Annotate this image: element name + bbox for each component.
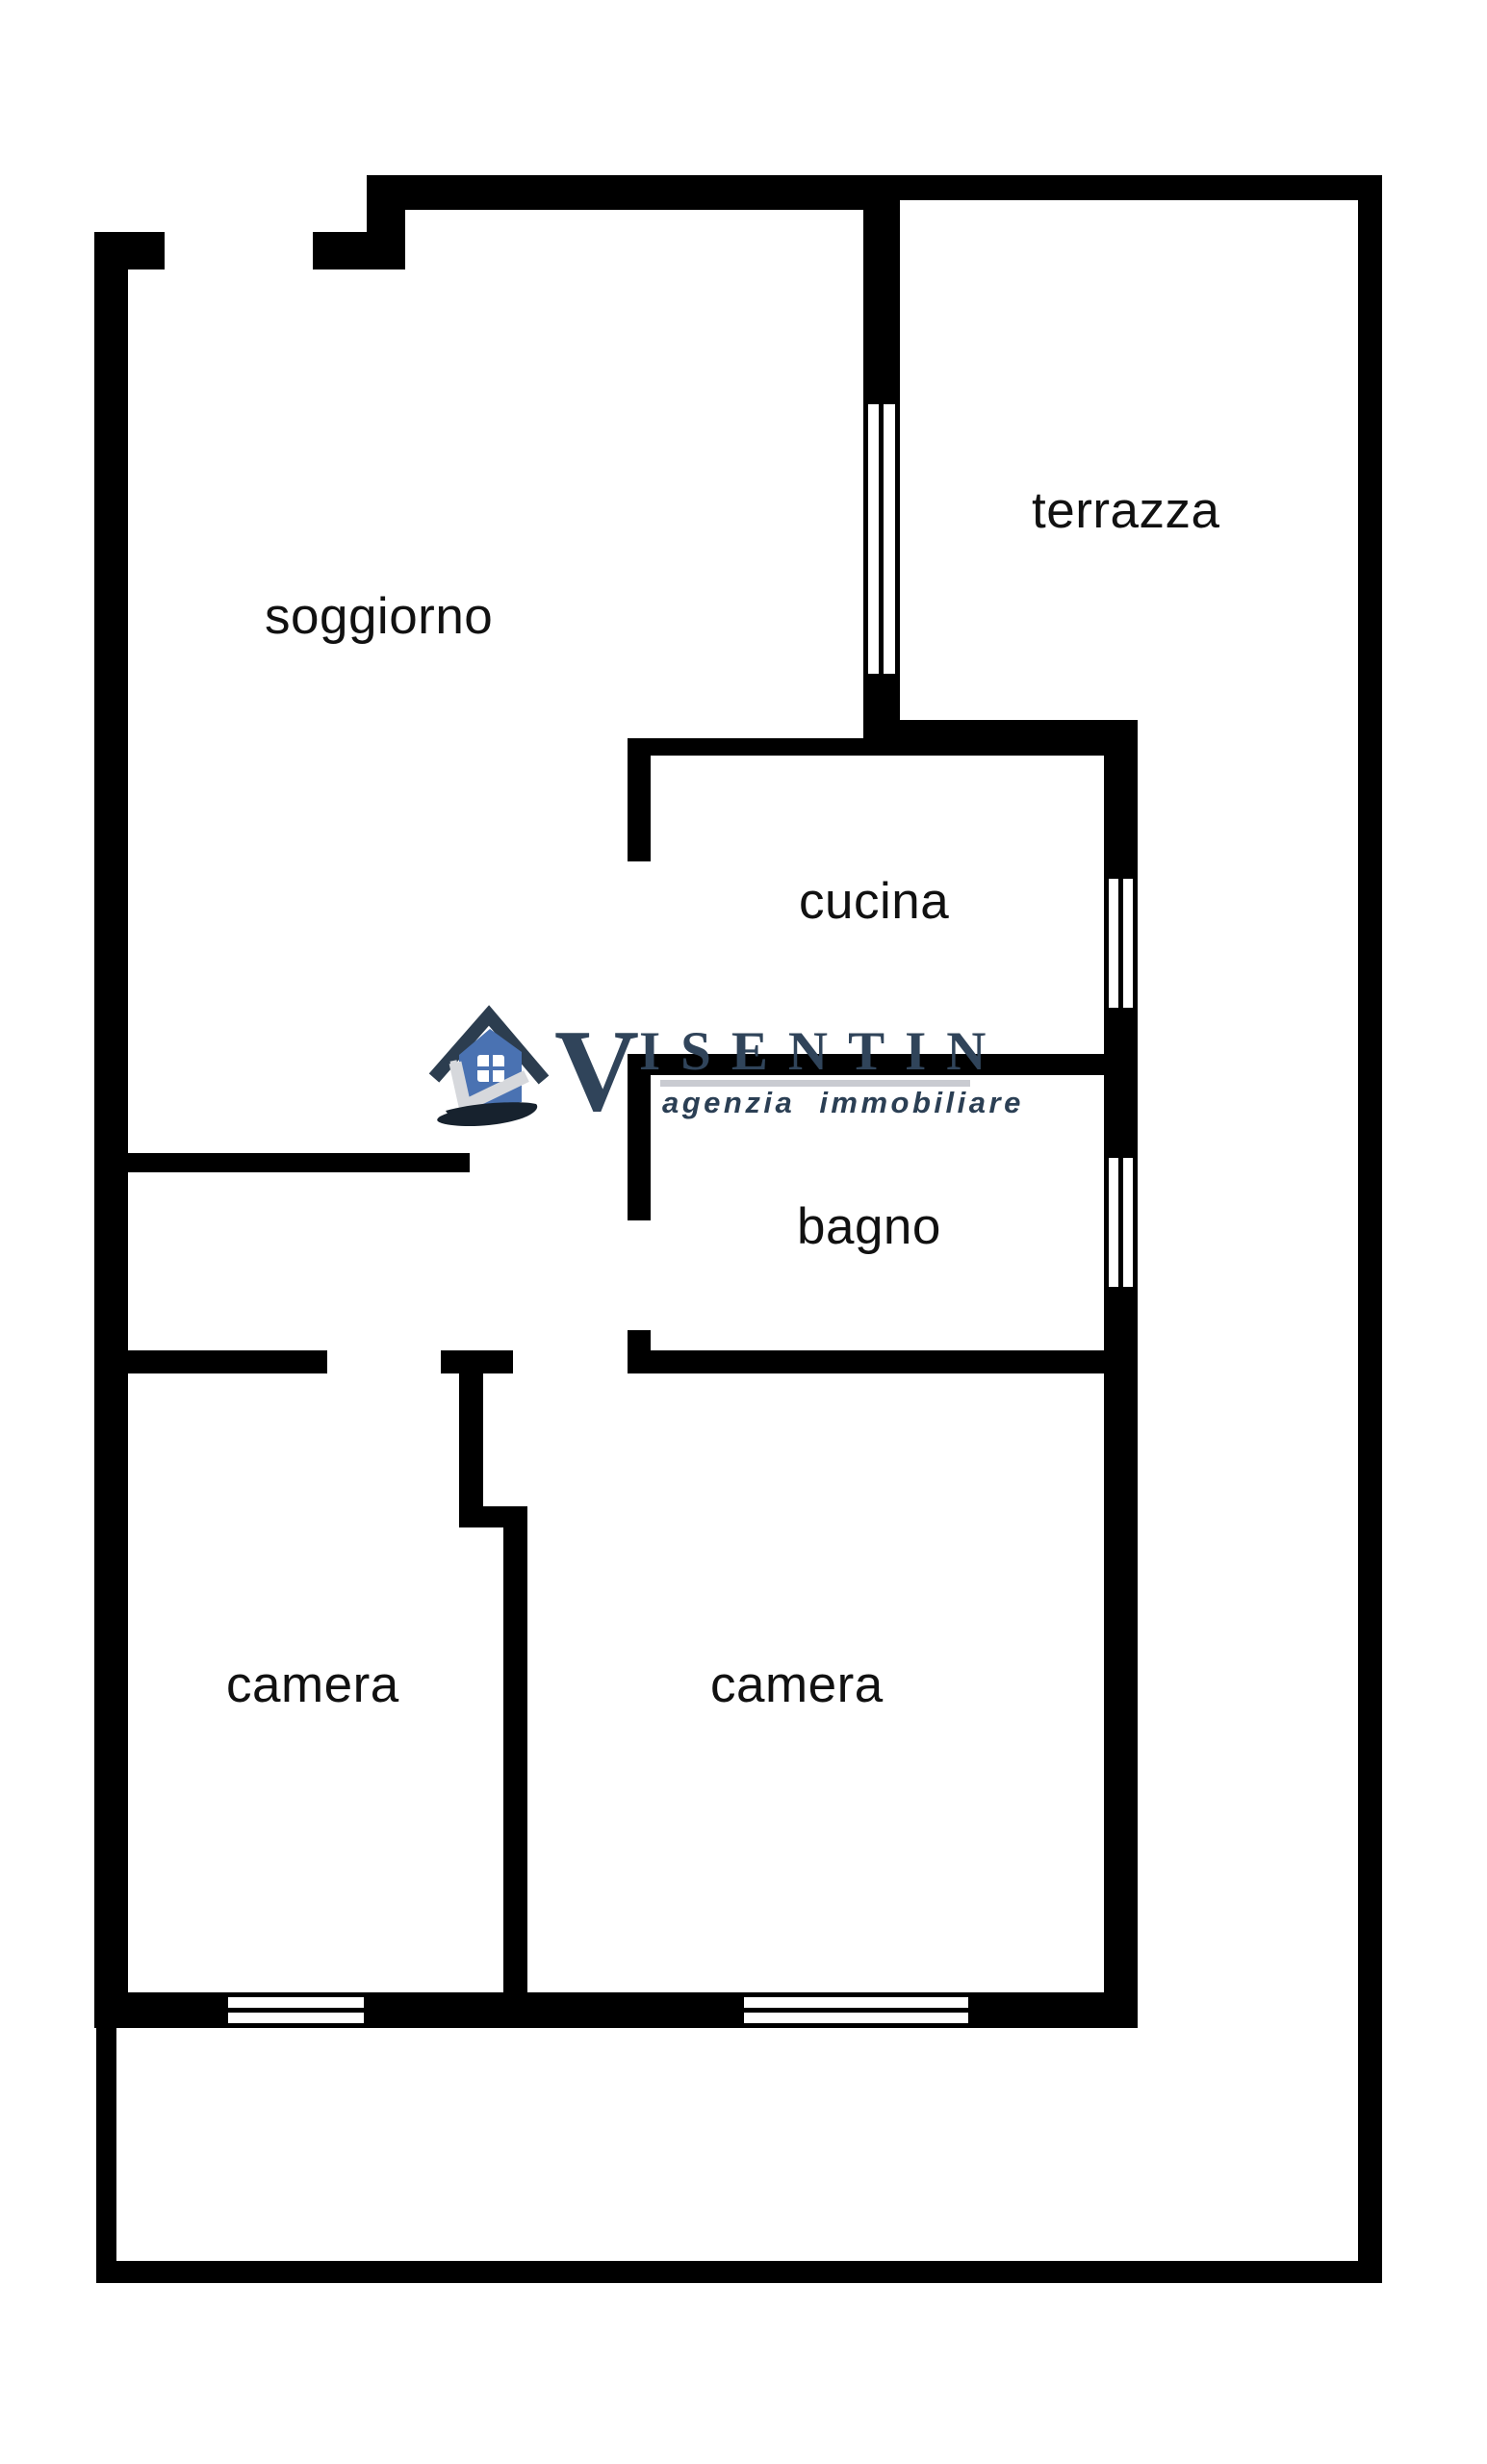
wall-outer-right (1358, 175, 1382, 2283)
wall-outer-bottom (96, 2261, 1382, 2283)
room-label-camera-1: camera (226, 1656, 399, 1713)
wall-outer-left (94, 232, 128, 2028)
wall-bedrooms-top-middle (441, 1350, 513, 1373)
window-camera1-line-top (228, 1992, 364, 1997)
window-camera2-line-bottom (744, 2023, 968, 2028)
room-label-terrazza: terrazza (1032, 482, 1220, 539)
room-label-camera-2: camera (710, 1656, 884, 1713)
wall-cucina-top (628, 738, 863, 756)
logo-tagline: agenzia immobiliare (662, 1086, 1024, 1119)
wall-bagno-door-nub (628, 1330, 651, 1350)
window-camera2-line-center (744, 2008, 968, 2013)
window-cucina-line-right (1133, 879, 1138, 1008)
wall-cucina-left-upper (628, 738, 651, 861)
wall-outer-left-lower-thin (96, 2021, 116, 2272)
wall-terrazza-bottom (863, 720, 1138, 756)
window-terrazza-line-right (895, 404, 900, 674)
logo-brand-rest: ISENTIN (639, 1021, 1007, 1082)
wall-camera-divider-lower (503, 1506, 527, 1992)
window-bagno-line-right (1133, 1158, 1138, 1287)
window-terrazza-line-center (879, 404, 884, 674)
wall-bedrooms-top-left (128, 1350, 327, 1373)
window-bagno-line-left (1104, 1158, 1109, 1287)
house-logo-icon (428, 1005, 550, 1127)
wall-bagno-bottom (628, 1350, 1138, 1373)
window-camera1-line-bottom (228, 2023, 364, 2028)
logo-underline (660, 1080, 970, 1087)
wall-camera-divider-upper (459, 1373, 483, 1527)
window-camera1-line-center (228, 2008, 364, 2013)
wall-soggiorno-bottom (128, 1153, 470, 1172)
window-cucina-line-left (1104, 879, 1109, 1008)
wall-top-left-cap (94, 232, 165, 270)
room-label-cucina: cucina (799, 873, 950, 930)
room-label-bagno: bagno (797, 1198, 941, 1255)
logo-brand-initial: V (554, 1006, 640, 1136)
wall-top-soggiorno (367, 175, 900, 210)
window-cucina-line-center (1118, 879, 1123, 1008)
wall-top-terrazza (900, 175, 1382, 200)
room-label-soggiorno: soggiorno (265, 588, 494, 645)
window-terrazza-line-left (863, 404, 868, 674)
wall-divider-cucina-bagno (628, 1054, 1138, 1075)
window-camera2-line-top (744, 1992, 968, 1997)
wall-cucina-left-lower (628, 1054, 651, 1220)
window-bagno-line-center (1118, 1158, 1123, 1287)
